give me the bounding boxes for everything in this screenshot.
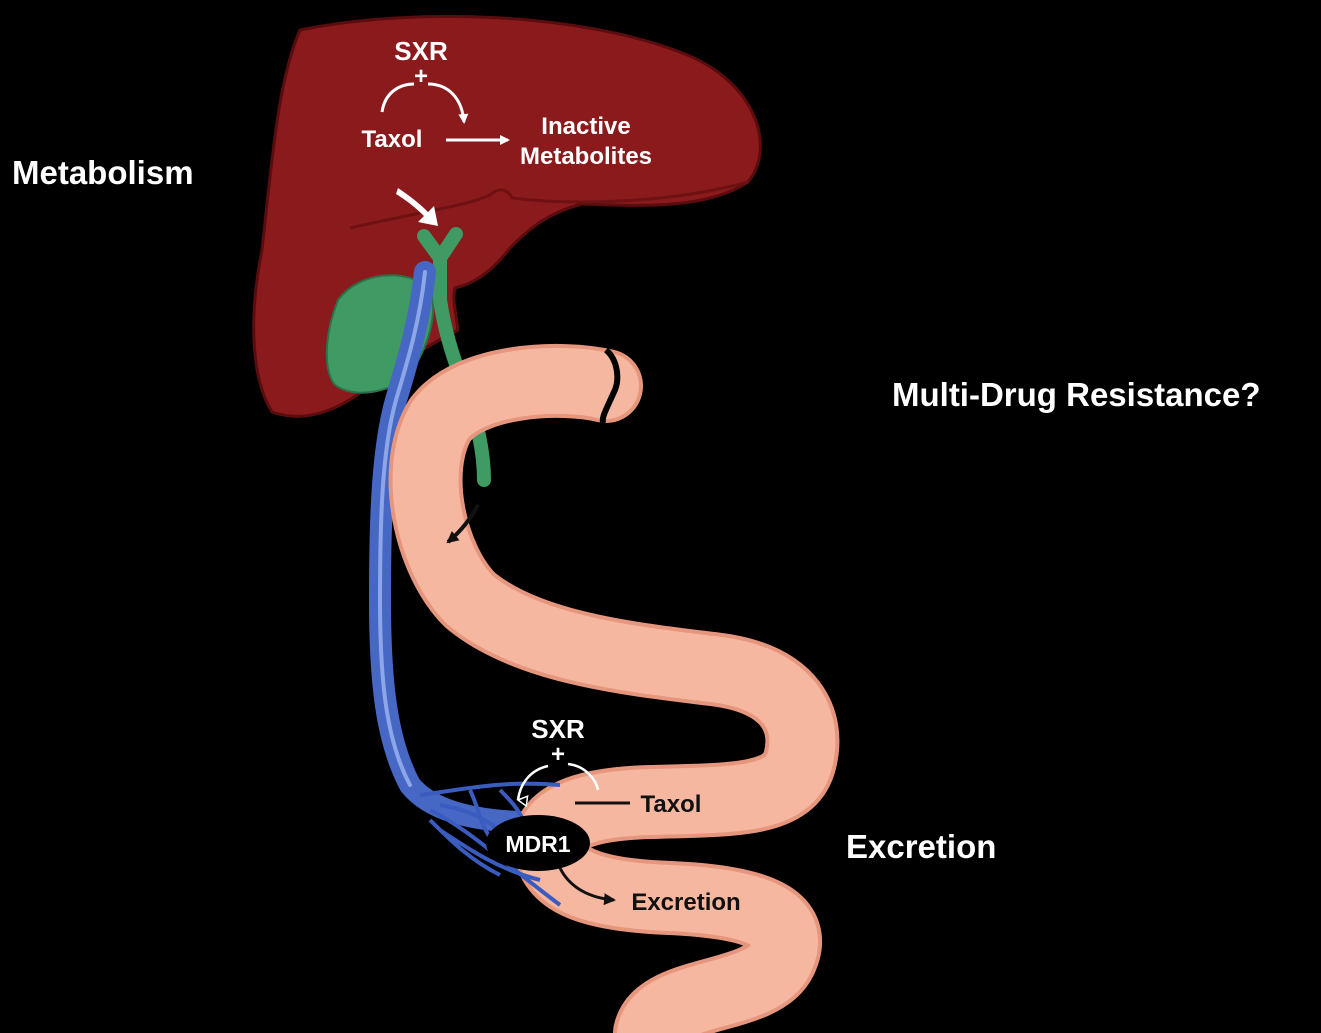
liver-product-line1: Inactive — [541, 113, 630, 140]
intestine-excretion-label: Excretion — [631, 889, 740, 916]
multi-drug-resistance-label: Multi-Drug Resistance? — [892, 378, 1261, 411]
liver-plus-sign: + — [414, 63, 428, 90]
mdr1-label: MDR1 — [505, 831, 570, 857]
intestine-plus-sign: + — [551, 741, 565, 768]
excretion-label: Excretion — [846, 830, 996, 863]
intestine-taxol-label: Taxol — [641, 791, 702, 818]
liver-product-line2: Metabolites — [520, 143, 652, 170]
intestine-sxr-label: SXR — [531, 714, 585, 744]
liver-taxol-label: Taxol — [362, 126, 423, 153]
liver-sxr-label: SXR — [394, 36, 448, 66]
metabolism-label: Metabolism — [12, 156, 194, 189]
